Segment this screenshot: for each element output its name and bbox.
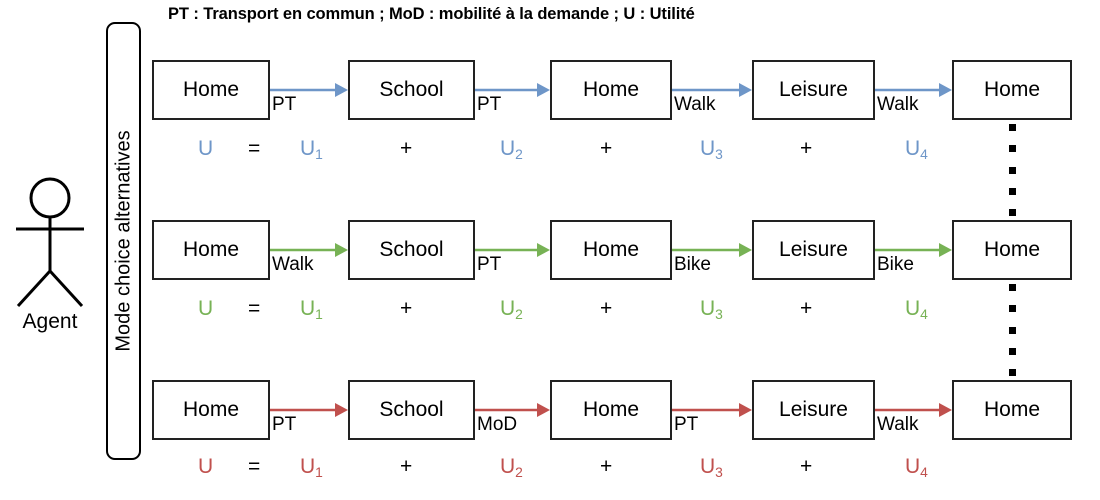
mode-arrow <box>875 79 952 101</box>
utility-term-4: U4 <box>905 297 928 322</box>
ellipsis-dot <box>1009 348 1016 355</box>
mode-label-pt: PT <box>477 254 502 275</box>
activity-node-home: Home <box>550 380 672 440</box>
mode-arrow <box>875 239 952 261</box>
ellipsis-dot <box>1009 209 1016 216</box>
activity-node-leisure: Leisure <box>752 60 875 120</box>
mode-choice-alternatives-bar: Mode choice alternatives <box>106 22 141 460</box>
mode-label-pt: PT <box>674 414 699 435</box>
plus-operator: + <box>400 137 413 160</box>
activity-node-school: School <box>348 60 475 120</box>
ellipsis-dot <box>1009 167 1016 174</box>
plus-operator: + <box>800 137 813 160</box>
utility-equation: U = U1 + U2 + U3 + U4 <box>0 138 1100 172</box>
utility-total: U <box>198 297 214 320</box>
mode-label-pt: PT <box>272 414 297 435</box>
activity-node-home: Home <box>152 380 270 440</box>
mode-arrow <box>672 239 752 261</box>
ellipsis-dot <box>1009 145 1016 152</box>
plus-operator: + <box>800 455 813 478</box>
mode-arrow <box>475 399 550 421</box>
ellipsis-dot <box>1009 327 1016 334</box>
utility-term-2: U2 <box>500 455 523 480</box>
utility-term-1: U1 <box>300 297 323 322</box>
activity-node-home: Home <box>952 220 1072 280</box>
activity-node-home: Home <box>550 220 672 280</box>
utility-total: U <box>198 137 214 160</box>
utility-total: U <box>198 455 214 478</box>
mode-arrow <box>270 79 348 101</box>
mode-arrow <box>270 239 348 261</box>
activity-node-home: Home <box>152 60 270 120</box>
activity-node-home: Home <box>952 60 1072 120</box>
activity-node-home: Home <box>550 60 672 120</box>
plus-operator: + <box>600 137 613 160</box>
utility-term-3: U3 <box>700 455 723 480</box>
mode-label-bike: Bike <box>674 254 711 275</box>
utility-term-1: U1 <box>300 137 323 162</box>
activity-node-school: School <box>348 220 475 280</box>
mode-label-pt: PT <box>477 94 502 115</box>
activity-node-leisure: Leisure <box>752 380 875 440</box>
mode-label-walk: Walk <box>674 94 716 115</box>
mode-label-walk: Walk <box>877 414 919 435</box>
utility-term-1: U1 <box>300 455 323 480</box>
mode-arrow <box>672 399 752 421</box>
mode-arrow <box>875 399 952 421</box>
mode-arrow <box>475 79 550 101</box>
plus-operator: + <box>400 455 413 478</box>
vertical-ellipsis <box>1009 124 1016 216</box>
utility-term-4: U4 <box>905 137 928 162</box>
equals-operator: = <box>248 137 261 160</box>
vertical-ellipsis <box>1009 284 1016 376</box>
mode-label-walk: Walk <box>272 254 314 275</box>
utility-term-2: U2 <box>500 297 523 322</box>
utility-term-3: U3 <box>700 137 723 162</box>
mode-arrow <box>270 399 348 421</box>
plus-operator: + <box>400 297 413 320</box>
ellipsis-dot <box>1009 124 1016 131</box>
plus-operator: + <box>600 297 613 320</box>
agent-label: Agent <box>22 310 78 333</box>
utility-term-2: U2 <box>500 137 523 162</box>
activity-node-home: Home <box>952 380 1072 440</box>
activity-node-school: School <box>348 380 475 440</box>
ellipsis-dot <box>1009 284 1016 291</box>
stick-figure-icon <box>8 176 92 308</box>
plus-operator: + <box>800 297 813 320</box>
utility-term-4: U4 <box>905 455 928 480</box>
equals-operator: = <box>248 455 261 478</box>
mode-arrow <box>475 239 550 261</box>
equals-operator: = <box>248 297 261 320</box>
mode-label-walk: Walk <box>877 94 919 115</box>
utility-term-3: U3 <box>700 297 723 322</box>
ellipsis-dot <box>1009 305 1016 312</box>
utility-equation: U = U1 + U2 + U3 + U4 <box>0 298 1100 332</box>
mode-arrow <box>672 79 752 101</box>
mode-label-bike: Bike <box>877 254 914 275</box>
mode-label-pt: PT <box>272 94 297 115</box>
ellipsis-dot <box>1009 369 1016 376</box>
legend-caption: PT : Transport en commun ; MoD : mobilit… <box>168 5 695 23</box>
activity-node-home: Home <box>152 220 270 280</box>
utility-equation: U = U1 + U2 + U3 + U4 <box>0 456 1100 490</box>
plus-operator: + <box>600 455 613 478</box>
activity-node-leisure: Leisure <box>752 220 875 280</box>
ellipsis-dot <box>1009 188 1016 195</box>
mode-label-mod: MoD <box>477 414 518 435</box>
